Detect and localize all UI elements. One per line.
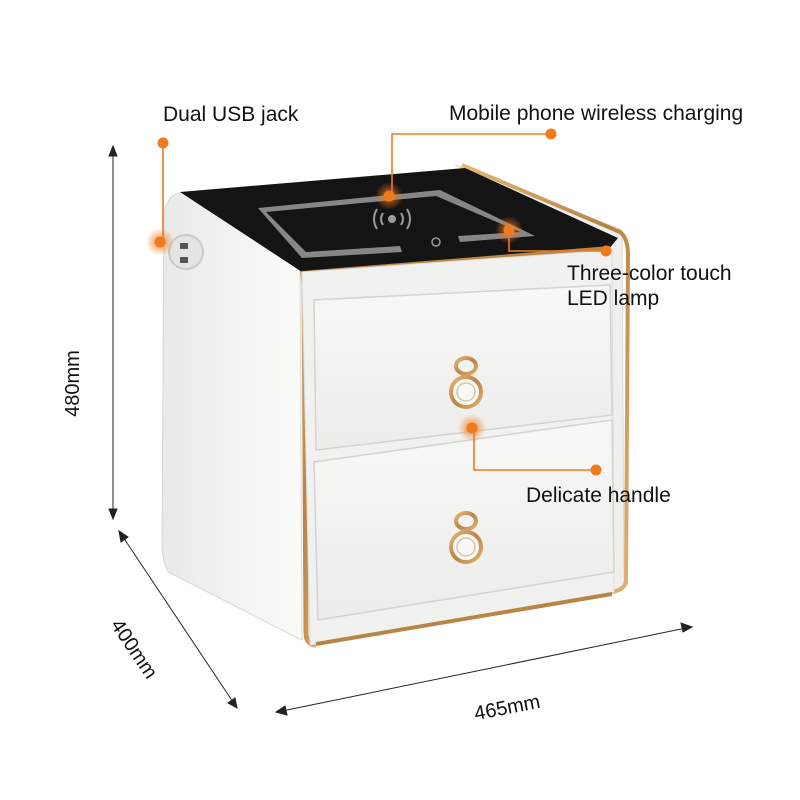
led-lamp-label-line2: LED lamp (567, 287, 660, 310)
wireless-charging-icon (373, 208, 411, 230)
right-gold-trim (461, 163, 631, 594)
side-panel (161, 192, 303, 641)
led-lamp-label-line1: Three-color touch (567, 262, 732, 285)
upper-handle (449, 356, 483, 409)
led-frame (258, 190, 535, 258)
usb-jack-label: Dual USB jack (163, 103, 299, 126)
bottom-gold-trim (315, 592, 613, 646)
lower-handle (449, 511, 483, 564)
nightstand (161, 163, 631, 648)
handle-label: Delicate handle (526, 484, 671, 507)
upper-drawer (313, 284, 613, 451)
touch-button-icon (431, 237, 441, 247)
dimension-arrows (108, 144, 694, 716)
callout-dots (146, 128, 612, 476)
wireless-charging-label: Mobile phone wireless charging (449, 102, 744, 125)
height-dimension-label: 480mm (61, 350, 84, 417)
usb-port (168, 234, 204, 270)
